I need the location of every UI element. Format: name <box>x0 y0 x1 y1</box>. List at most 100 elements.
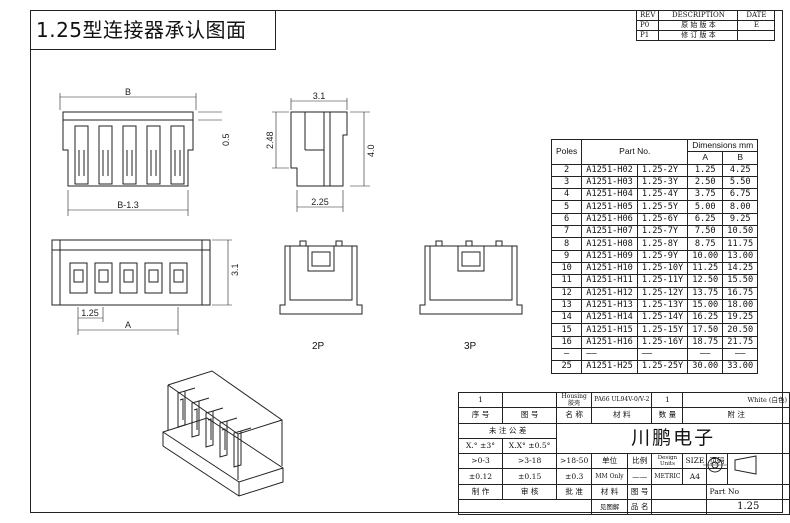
company-name: 川鹏电子 <box>556 422 790 455</box>
part-number-cell: A1251-H15 <box>581 323 638 337</box>
material-header: 材 料 <box>591 407 653 424</box>
dim-3-1-vertical: 3.1 <box>230 263 240 276</box>
part-number-cell: A1251-H10 <box>581 261 638 276</box>
dim-pitch: 1.25 <box>81 308 99 318</box>
table-row: ————————— <box>550 348 759 362</box>
rev-cell: P1 <box>635 30 660 41</box>
poles-cell: 25 <box>550 360 583 374</box>
note-header: 附 注 <box>682 407 790 424</box>
title-block: 1 Housing 胶壳 PA66 UL94V-0/V-2 1 White (白… <box>457 391 790 516</box>
dim-b-cell: 33.00 <box>722 360 759 374</box>
part-number-cell: A1251-H16 <box>581 335 638 350</box>
item-note: White (白色) <box>682 391 790 409</box>
dim-a-cell: 13.75 <box>687 286 724 300</box>
dim-a-cell: 30.00 <box>687 360 724 374</box>
model-cell: 1.25-2Y <box>636 163 689 177</box>
poles-cell: 14 <box>550 311 583 325</box>
poles-cell: — <box>550 348 583 362</box>
see-drawing-label: 见图解 <box>591 499 629 516</box>
poles-cell: 10 <box>550 261 583 276</box>
dim-a-header: A <box>687 151 724 165</box>
dim-b-cell: 11.75 <box>722 237 759 251</box>
size-value: A4 <box>682 468 708 485</box>
dim-b-cell: 10.50 <box>722 225 759 239</box>
model-cell: 1.25-7Y <box>636 225 689 239</box>
caption-3p: 3P <box>464 341 477 352</box>
range-1: >0-3 <box>457 453 504 470</box>
poles-cell: 3 <box>550 175 583 190</box>
dim-b-minus: B-1.3 <box>117 200 139 210</box>
drawing-frame <box>30 10 783 513</box>
dim-b-cell: 21.75 <box>722 335 759 350</box>
part-number-cell: A1251-H02 <box>581 163 638 177</box>
part-number-cell: A1251-H12 <box>581 286 638 300</box>
material-label: 材 料 <box>591 483 629 501</box>
part-number-cell: A1251-H08 <box>581 237 638 251</box>
dim-0-5: 0.5 <box>221 133 231 146</box>
part-number-cell: —— <box>581 348 638 362</box>
item-quantity: 1 <box>651 391 684 409</box>
model-cell: 1.25-15Y <box>636 323 689 337</box>
isometric-view <box>162 370 284 497</box>
dim-3-1: 3.1 <box>313 91 326 101</box>
dim-a-cell: 2.50 <box>687 175 724 190</box>
model-cell: 1.25-14Y <box>636 311 689 325</box>
drawing-no-label: 图 号 <box>627 483 653 501</box>
bottom-view <box>51 239 232 335</box>
dim-b-cell: 6.75 <box>722 188 759 202</box>
dim-b-cell: 16.75 <box>722 286 759 300</box>
dim-b-cell: —— <box>722 348 759 362</box>
dim-b-cell: 8.00 <box>722 200 759 214</box>
poles-cell: 9 <box>550 249 583 263</box>
model-cell: —— <box>636 348 689 362</box>
model-cell: 1.25-10Y <box>636 261 689 276</box>
tolerance-title: 未 注 公 差 <box>457 422 558 439</box>
name-header: 名 称 <box>556 407 593 424</box>
model-cell: 1.25-25Y <box>636 360 689 374</box>
dim-a-cell: 16.25 <box>687 311 724 325</box>
contact-slots <box>74 125 185 185</box>
dim-a-cell: 3.75 <box>687 188 724 202</box>
design-units-label: Design Units <box>651 453 684 470</box>
unit-value: MM Only <box>591 468 629 485</box>
poles-cell: 15 <box>550 323 583 337</box>
item-number: 1 <box>457 391 504 409</box>
part-number-cell: A1251-H11 <box>581 274 638 288</box>
poles-cell: 5 <box>550 200 583 214</box>
part-number-cell: A1251-H05 <box>581 200 638 214</box>
poles-cell: 4 <box>550 188 583 202</box>
revision-table: REV DESCRIPTION DATE P0 原 始 版 本 E P1 修 订… <box>635 10 776 41</box>
dim-b-cell: 14.25 <box>722 261 759 276</box>
projection-cell <box>726 453 790 485</box>
scale-value: —— <box>627 468 653 485</box>
dim-a-cell: 1.25 <box>687 163 724 177</box>
dim-b-cell: 9.25 <box>722 212 759 227</box>
dim-b-cell: 18.00 <box>722 298 759 313</box>
approve-label: 批 准 <box>556 483 593 501</box>
model-cell: 1.25-5Y <box>636 200 689 214</box>
three-pin-view <box>419 240 523 315</box>
part-number-cell: A1251-H25 <box>581 360 638 374</box>
front-view <box>59 93 222 216</box>
unit-label: 单位 <box>591 453 629 470</box>
dim-2-25: 2.25 <box>311 197 329 207</box>
dimensions-header: Dimensions mm <box>687 138 759 153</box>
item-name: Housing 胶壳 <box>556 391 593 409</box>
scale-label: 比例 <box>627 453 653 470</box>
dim-a-cell: 6.25 <box>687 212 724 227</box>
dim-4-0: 4.0 <box>366 144 376 157</box>
